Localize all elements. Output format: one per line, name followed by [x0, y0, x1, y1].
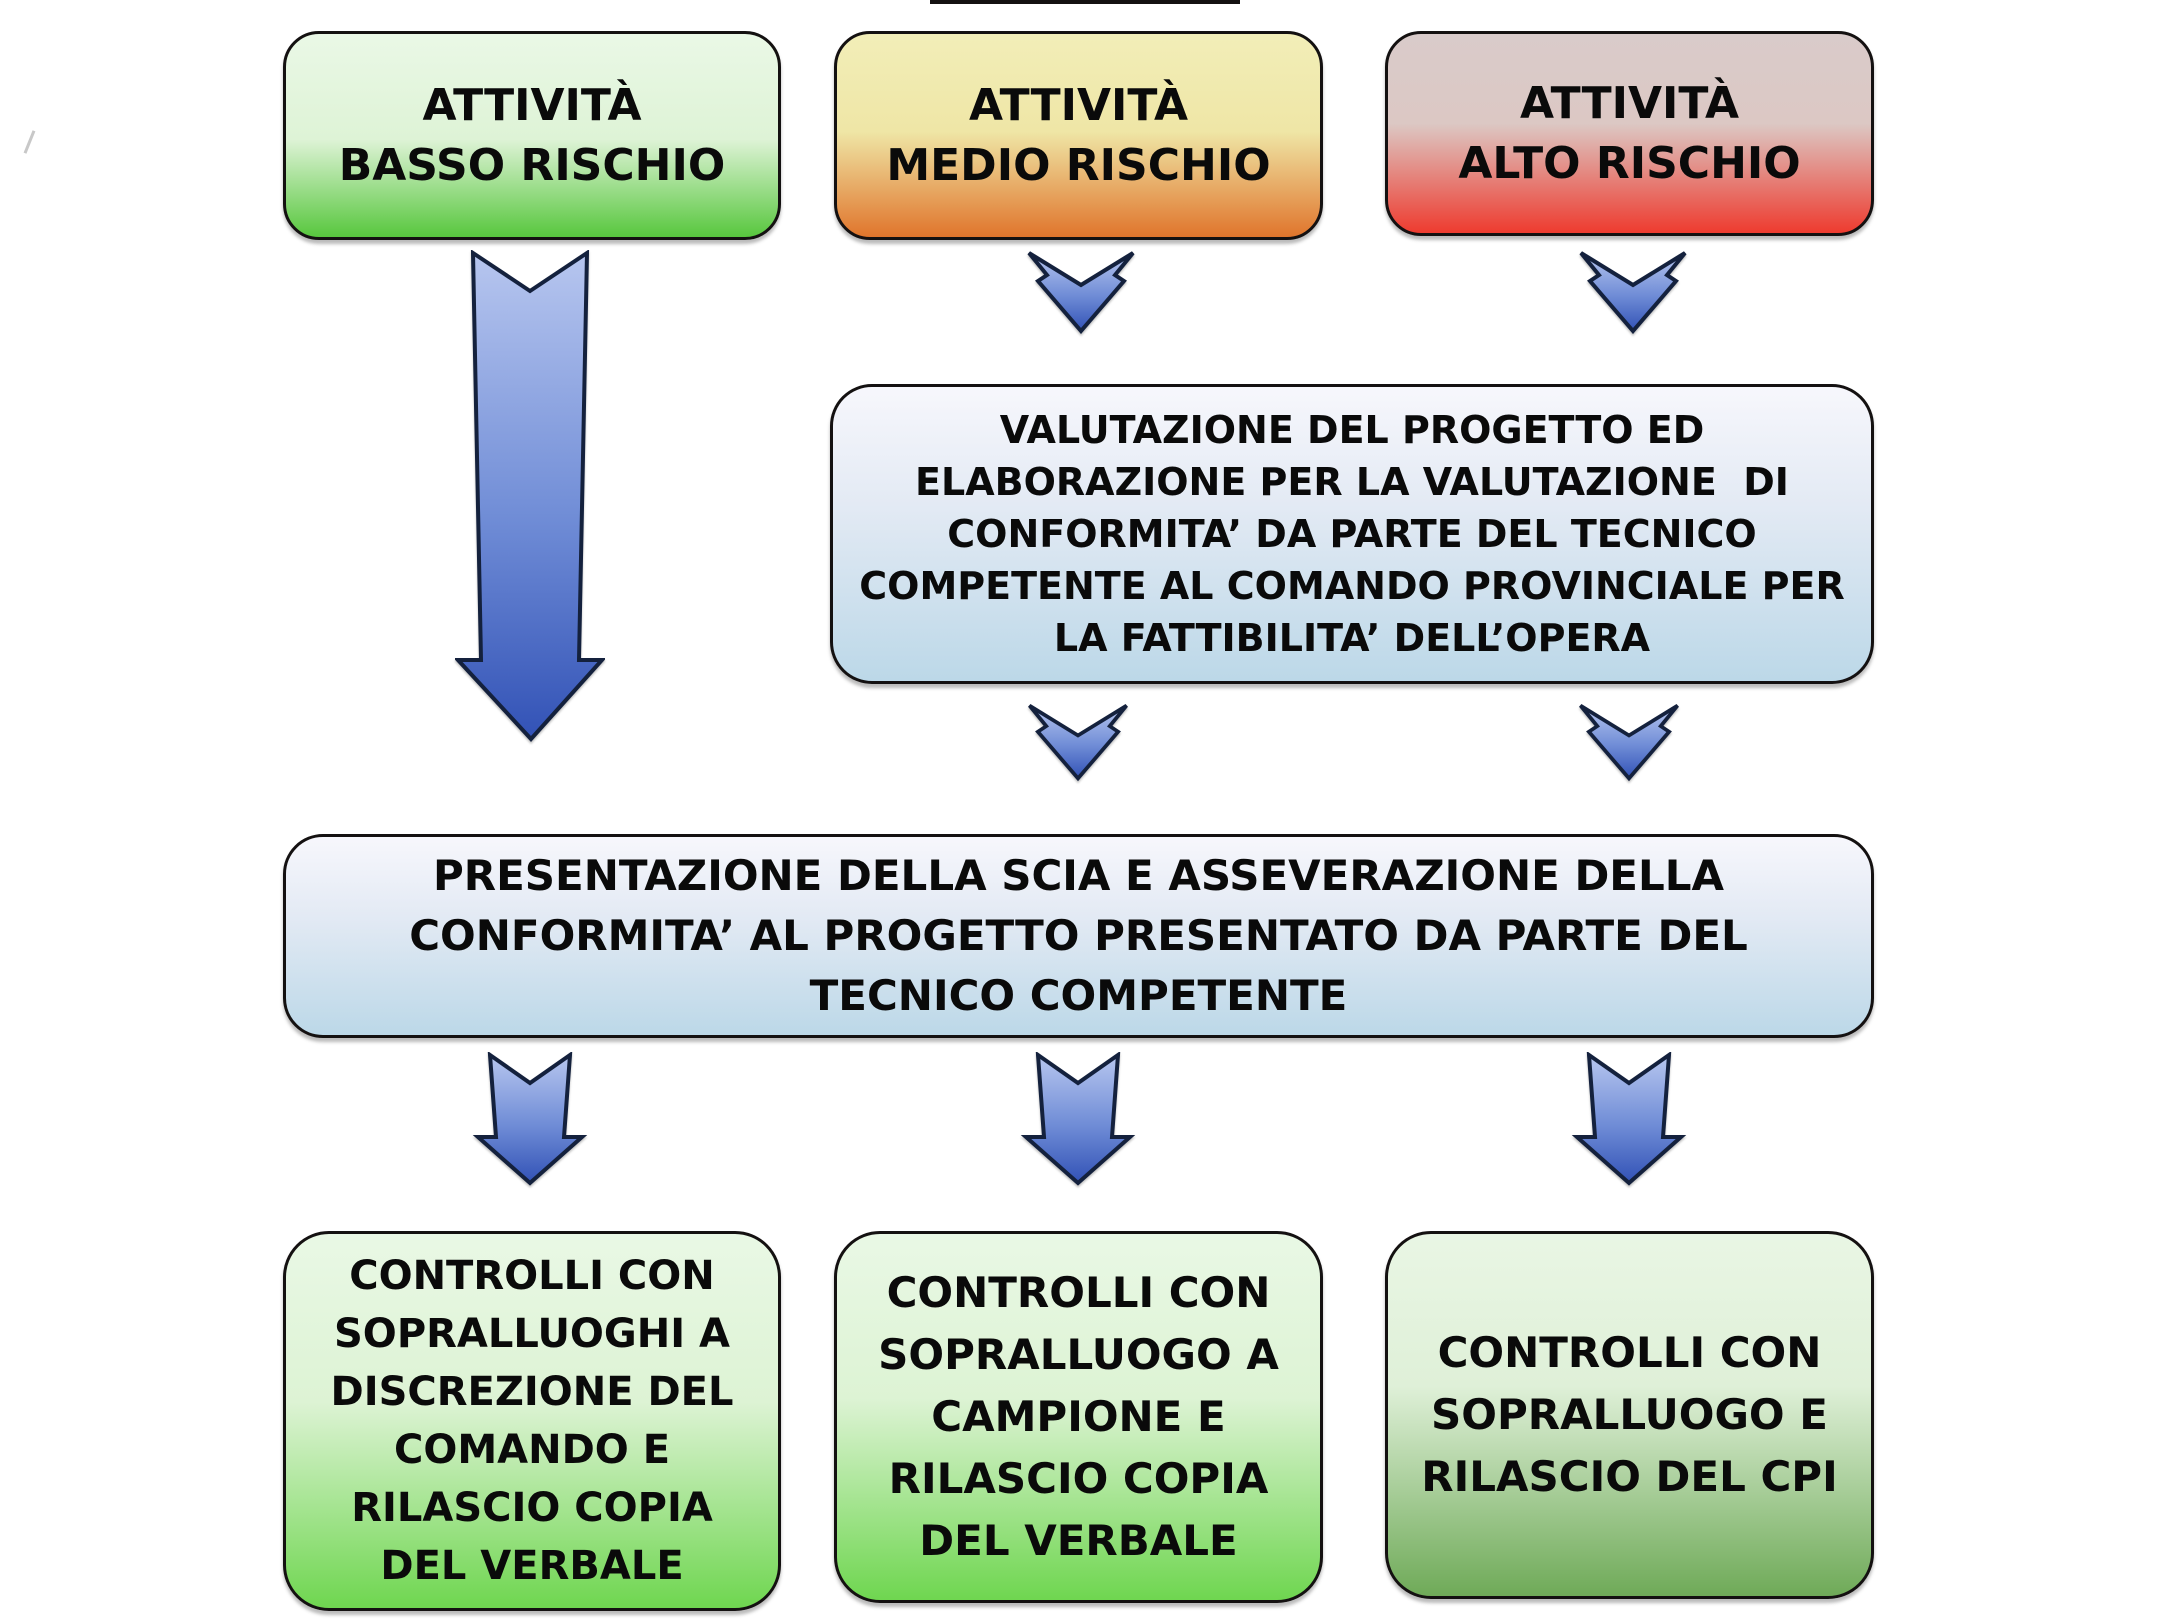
down-arrow-icon: [472, 1052, 588, 1186]
node-label-line: CONTROLLI CON: [886, 1268, 1271, 1317]
node-label-line: DEL VERBALE: [380, 1543, 684, 1589]
node-label-line: CONTROLLI CON: [1437, 1328, 1822, 1377]
arrow-presentazione-to-controlli-alto: [1571, 1052, 1687, 1186]
node-label-line: ALTO RISCHIO: [1458, 137, 1801, 189]
arrow-presentazione-to-controlli-medio: [1020, 1052, 1136, 1186]
node-label-line: ELABORAZIONE PER LA VALUTAZIONE DI: [915, 460, 1789, 504]
node-presentazione-scia: PRESENTAZIONE DELLA SCIA E ASSEVERAZIONE…: [283, 834, 1874, 1038]
node-attivita-medio-rischio: ATTIVITÀ MEDIO RISCHIO: [834, 31, 1323, 240]
down-arrow-icon: [1571, 1052, 1687, 1186]
down-arrow-icon: [1020, 1052, 1136, 1186]
node-label-line: COMANDO E: [393, 1427, 671, 1473]
node-label-line: CAMPIONE E: [931, 1392, 1226, 1441]
arrow-medio-to-valutazione: [1027, 251, 1135, 334]
node-label-line: ATTIVITÀ: [422, 79, 642, 131]
node-controlli-sopralluogo-campione: CONTROLLI CON SOPRALLUOGO A CAMPIONE E R…: [834, 1231, 1323, 1603]
arrow-alto-to-valutazione: [1579, 251, 1687, 334]
node-label-line: CONFORMITA’ AL PROGETTO PRESENTATO DA PA…: [409, 911, 1748, 960]
down-chevron-icon: [1027, 251, 1135, 334]
arrow-presentazione-to-controlli-basso: [472, 1052, 588, 1186]
arrow-basso-to-presentazione: [455, 250, 605, 742]
arrow-valutazione-to-presentazione-left: [1028, 704, 1128, 782]
arrow-valutazione-to-presentazione-right: [1579, 704, 1679, 782]
node-label-line: DISCREZIONE DEL: [330, 1369, 734, 1415]
node-attivita-alto-rischio: ATTIVITÀ ALTO RISCHIO: [1385, 31, 1874, 236]
node-label-line: VALUTAZIONE DEL PROGETTO ED: [999, 408, 1705, 452]
node-label-line: ATTIVITÀ: [1519, 77, 1740, 129]
node-attivita-basso-rischio: ATTIVITÀ BASSO RISCHIO: [283, 31, 781, 240]
node-label-line: CONTROLLI CON: [349, 1253, 715, 1299]
node-controlli-rilascio-cpi: CONTROLLI CON SOPRALLUOGO E RILASCIO DEL…: [1385, 1231, 1874, 1599]
node-label-line: RILASCIO COPIA: [351, 1485, 713, 1531]
node-label-line: MEDIO RISCHIO: [886, 139, 1271, 191]
node-controlli-sopralluoghi-discrezione: CONTROLLI CON SOPRALLUOGHI A DISCREZIONE…: [283, 1231, 781, 1611]
node-label-line: LA FATTIBILITA’ DELL’OPERA: [1053, 616, 1651, 660]
down-chevron-icon: [1579, 704, 1679, 782]
node-label-line: COMPETENTE AL COMANDO PROVINCIALE PER: [859, 564, 1845, 608]
node-label-line: SOPRALLUOGO E: [1431, 1390, 1828, 1439]
node-label-line: PRESENTAZIONE DELLA SCIA E ASSEVERAZIONE…: [432, 851, 1725, 900]
node-label-line: TECNICO COMPETENTE: [809, 971, 1348, 1020]
node-valutazione-progetto: VALUTAZIONE DEL PROGETTO ED ELABORAZIONE…: [830, 384, 1874, 684]
top-crop-line-artifact: [930, 0, 1240, 4]
node-label-line: RILASCIO DEL CPI: [1421, 1452, 1838, 1501]
down-chevron-icon: [1579, 251, 1687, 334]
node-label-line: CONFORMITA’ DA PARTE DEL TECNICO: [947, 512, 1757, 556]
stray-mark-artifact: [23, 130, 36, 154]
node-label-line: BASSO RISCHIO: [338, 139, 726, 191]
down-arrow-icon: [455, 250, 605, 742]
down-chevron-icon: [1028, 704, 1128, 782]
node-label-line: ATTIVITÀ: [968, 79, 1189, 131]
node-label-line: RILASCIO COPIA: [888, 1454, 1269, 1503]
node-label-line: SOPRALLUOGO A: [878, 1330, 1279, 1379]
node-label-line: SOPRALLUOGHI A: [334, 1311, 730, 1357]
node-label-line: DEL VERBALE: [919, 1516, 1238, 1565]
